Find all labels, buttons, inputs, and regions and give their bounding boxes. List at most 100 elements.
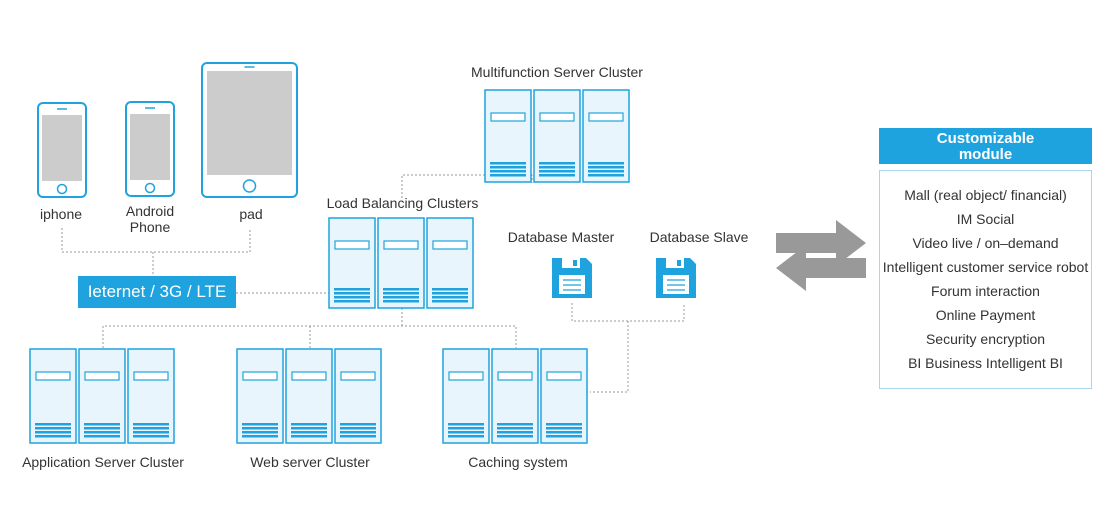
server-vent-line [340, 423, 376, 426]
server-vent-line [432, 300, 468, 303]
server-vent-line [588, 170, 624, 173]
server-vent-line [340, 431, 376, 434]
server-vent-line [497, 431, 533, 434]
server-vent-line [490, 162, 526, 165]
device-screen [42, 115, 82, 181]
loadbalancer-to-multifunction-connector [401, 174, 533, 198]
module-title: Customizable module [879, 128, 1092, 164]
server-vent-line [546, 423, 582, 426]
web-cluster-label: Web server Cluster [250, 454, 370, 470]
server-vent-line [383, 300, 419, 303]
android-label-line1: Android [125, 203, 175, 219]
server-icon [442, 348, 490, 444]
multifunction-cluster-label: Multifunction Server Cluster [471, 64, 643, 80]
server-icon [491, 348, 539, 444]
server-vent-line [383, 292, 419, 295]
server-vent-line [490, 170, 526, 173]
module-title-line2: module [958, 146, 1013, 163]
android-label-line2: Phone [129, 219, 171, 235]
floppy-disk-icon [552, 258, 592, 298]
multifunction-servers [484, 89, 630, 183]
server-vent-line [334, 300, 370, 303]
server-drive-slot [383, 240, 419, 250]
server-icon [29, 348, 77, 444]
server-vent-line [340, 427, 376, 430]
database-to-caching-connector [590, 321, 629, 393]
server-drive-slot [334, 240, 370, 250]
server-drive-slot [546, 371, 582, 381]
iphone-icon [37, 102, 87, 198]
device-screen [130, 114, 170, 180]
server-vent-line [497, 435, 533, 438]
server-vent-line [546, 435, 582, 438]
module-item: Video live / on–demand [912, 235, 1059, 251]
server-drive-slot [539, 112, 575, 122]
server-drive-slot [35, 371, 71, 381]
network-label: Ieternet / 3G / LTE [78, 276, 236, 308]
arrow-right [776, 220, 866, 266]
home-button [242, 179, 257, 193]
server-vent-line [432, 296, 468, 299]
database-master-label: Database Master [507, 229, 615, 245]
database-slave-label: Database Slave [649, 229, 749, 245]
database-connector [571, 303, 685, 322]
server-vent-line [588, 162, 624, 165]
server-vent-line [334, 296, 370, 299]
server-vent-line [497, 423, 533, 426]
server-vent-line [291, 431, 327, 434]
server-drive-slot [448, 371, 484, 381]
server-vent-line [242, 427, 278, 430]
server-vent-line [334, 292, 370, 295]
load-balancing-servers [328, 217, 474, 309]
server-vent-line [35, 435, 71, 438]
module-title-line1: Customizable [936, 130, 1035, 147]
server-vent-line [539, 170, 575, 173]
module-item: Online Payment [935, 307, 1036, 323]
disk-shutter [666, 258, 684, 268]
server-vent-line [35, 427, 71, 430]
clusters-bus-connector [102, 325, 517, 348]
server-vent-line [539, 162, 575, 165]
server-vent-line [490, 166, 526, 169]
server-icon [533, 89, 581, 183]
server-vent-line [84, 431, 120, 434]
server-vent-line [340, 435, 376, 438]
pad-label: pad [239, 206, 263, 222]
server-icon [377, 217, 425, 309]
application-cluster-label: Application Server Cluster [22, 454, 184, 470]
server-vent-line [35, 423, 71, 426]
server-vent-line [588, 174, 624, 177]
server-icon [582, 89, 630, 183]
server-vent-line [546, 431, 582, 434]
server-vent-line [84, 435, 120, 438]
server-drive-slot [242, 371, 278, 381]
module-item: BI Business Intelligent BI [908, 355, 1063, 371]
module-item: IM Social [956, 211, 1015, 227]
server-vent-line [84, 423, 120, 426]
server-vent-line [383, 296, 419, 299]
disk-shutter-hole [677, 260, 681, 266]
home-button [144, 182, 156, 194]
server-vent-line [334, 288, 370, 291]
web-servers [236, 348, 382, 444]
server-vent-line [448, 435, 484, 438]
server-vent-line [242, 435, 278, 438]
server-icon [285, 348, 333, 444]
server-icon [78, 348, 126, 444]
server-vent-line [448, 427, 484, 430]
connector-lines [61, 174, 685, 393]
server-drive-slot [84, 371, 120, 381]
server-vent-line [133, 423, 169, 426]
module-item: Intelligent customer service robot [882, 259, 1089, 275]
server-vent-line [242, 431, 278, 434]
devices-connector [61, 228, 251, 253]
server-vent-line [383, 288, 419, 291]
server-icon [540, 348, 588, 444]
server-vent-line [432, 288, 468, 291]
server-vent-line [432, 292, 468, 295]
server-vent-line [539, 166, 575, 169]
server-drive-slot [497, 371, 533, 381]
server-vent-line [291, 435, 327, 438]
server-drive-slot [588, 112, 624, 122]
